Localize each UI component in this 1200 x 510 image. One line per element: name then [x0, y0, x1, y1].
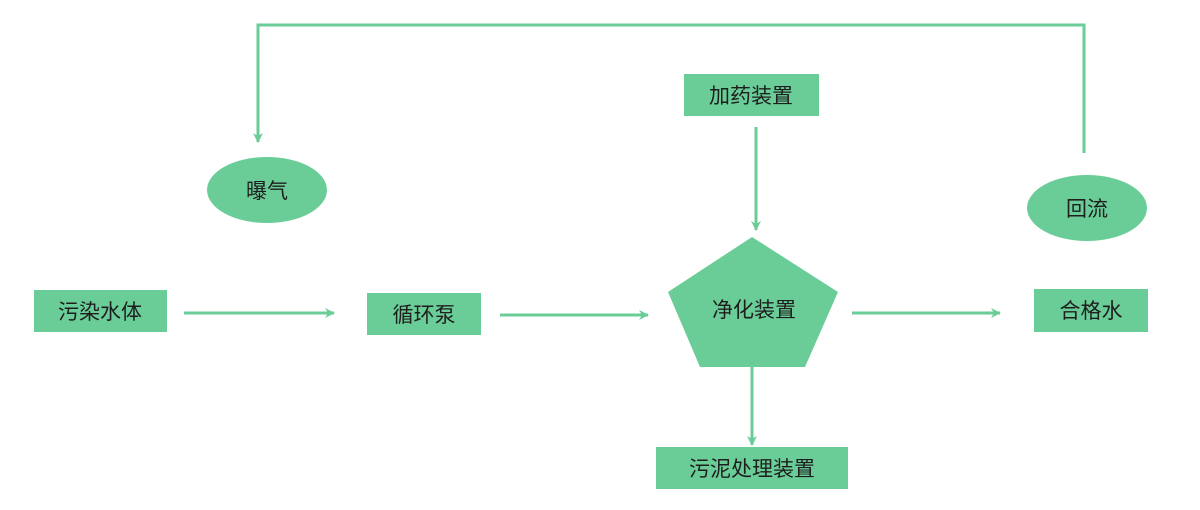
node-dosing-device-box [684, 74, 819, 116]
node-aeration-shape [207, 157, 327, 223]
node-purification-device: 净化装置 [668, 237, 838, 367]
node-sludge-device-box [656, 447, 848, 489]
node-purification-device-label: 净化装置 [712, 298, 796, 322]
node-circulation-pump: 循环泵 [367, 293, 481, 335]
node-sludge-device-label: 污泥处理装置 [689, 457, 815, 481]
node-purification-device-shape [668, 237, 838, 367]
node-reflux: 回流 [1027, 175, 1147, 241]
node-polluted-water-label: 污染水体 [58, 300, 142, 324]
node-reflux-shape [1027, 175, 1147, 241]
connectors [184, 23, 1086, 446]
node-polluted-water-box [34, 290, 167, 332]
node-dosing-device-label: 加药装置 [709, 84, 793, 108]
node-aeration-label: 曝气 [246, 179, 288, 203]
node-aeration: 曝气 [207, 157, 327, 223]
node-circulation-pump-label: 循环泵 [393, 303, 456, 327]
node-polluted-water: 污染水体 [34, 290, 167, 332]
node-reflux-label: 回流 [1066, 197, 1108, 221]
node-dosing-device: 加药装置 [684, 74, 819, 116]
node-qualified-water-box [1034, 289, 1148, 332]
node-circulation-pump-box [367, 293, 481, 335]
node-qualified-water: 合格水 [1034, 289, 1148, 332]
node-sludge-device: 污泥处理装置 [656, 447, 848, 489]
arrow-reflux-loop [253, 23, 1086, 153]
node-qualified-water-label: 合格水 [1060, 299, 1123, 323]
